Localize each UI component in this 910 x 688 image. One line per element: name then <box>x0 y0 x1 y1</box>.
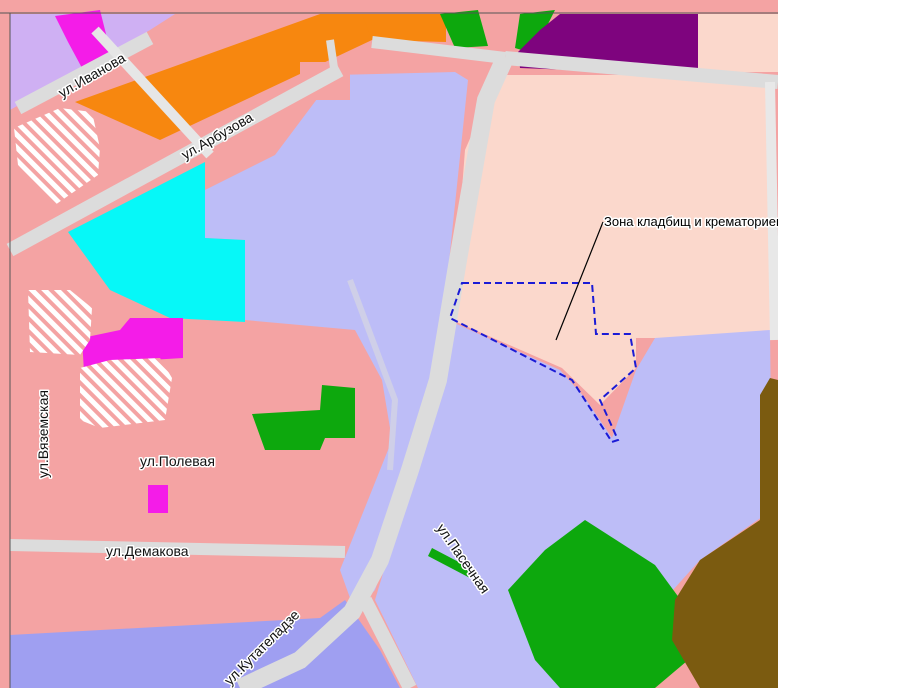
road-network <box>6 26 780 688</box>
brown-zone <box>672 378 778 688</box>
greenery-strip <box>428 548 474 578</box>
greenery-top-right <box>515 10 555 52</box>
cemetery-zone-main <box>452 75 770 405</box>
street-label-vyazemskaya: ул.Вяземская <box>35 390 51 478</box>
public-zone-south <box>375 322 772 688</box>
greenery-large <box>508 520 700 688</box>
cyan-zone <box>68 162 245 322</box>
hatched-area-south <box>80 358 172 428</box>
special-zone-small <box>148 485 168 513</box>
greenery-mid <box>252 385 355 450</box>
business-zone-top <box>362 14 446 42</box>
business-zone-band <box>75 14 372 140</box>
white-margin-right <box>778 0 910 688</box>
cemetery-zone-top-block <box>698 14 778 72</box>
cemetery-boundary-outline <box>448 282 638 444</box>
street-label-polevaya: ул.Полевая <box>140 453 215 469</box>
hatched-area-north <box>14 108 100 205</box>
callout-leader-line <box>555 221 604 341</box>
greenery-top <box>440 10 488 48</box>
callout-label-cemetery-zone: Зона кладбищ и крематориев (С-1) <box>604 214 816 229</box>
street-label-demakova: ул.Демакова <box>106 543 189 559</box>
hatched-area-west <box>28 290 92 355</box>
special-zone-top <box>55 10 112 68</box>
